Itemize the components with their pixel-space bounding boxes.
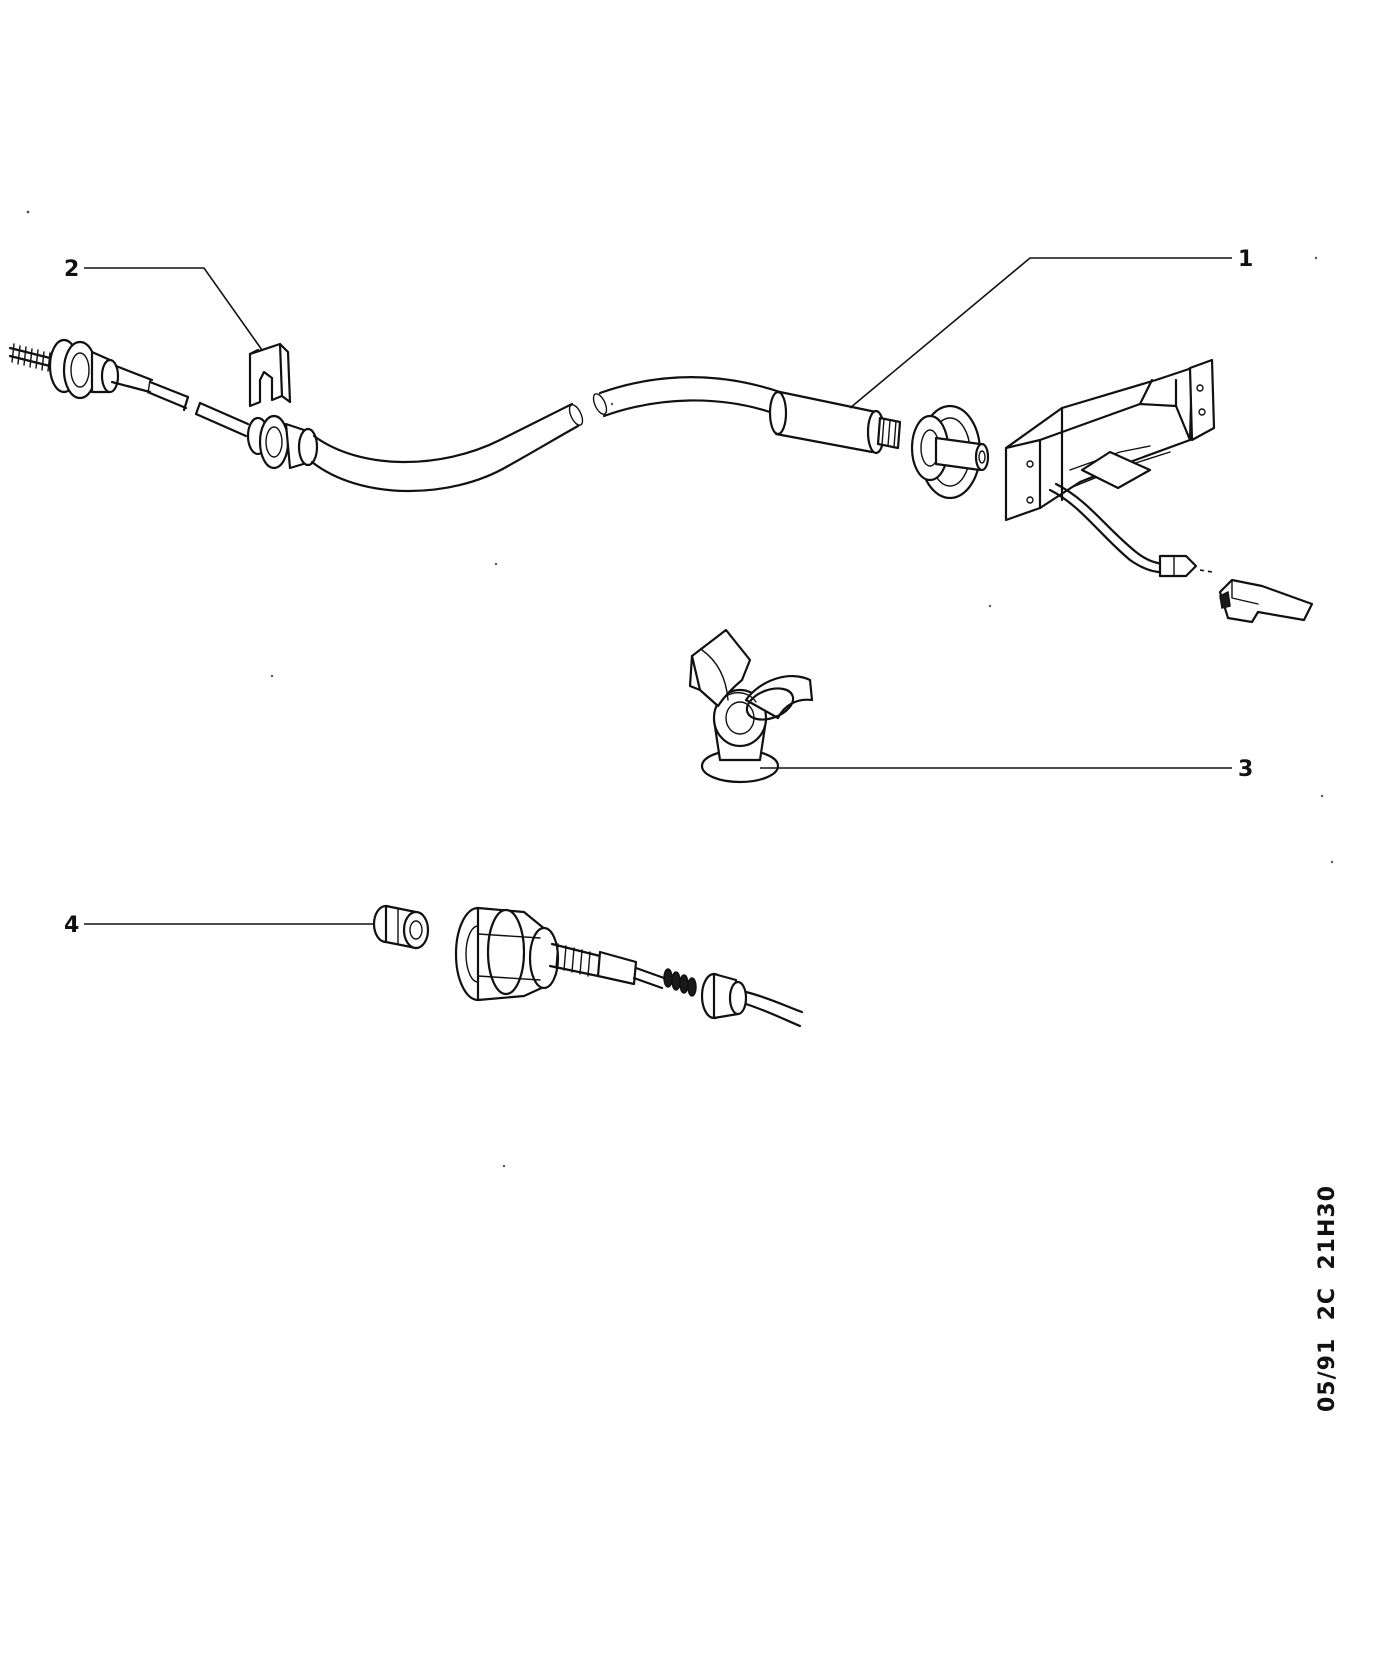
part-1-clutch-cable-assembly [8,338,990,500]
callouts: 1 2 3 4 [64,247,1253,938]
cable-end-grommet-left [48,338,120,400]
cable-outer-sheath [310,376,782,493]
callout-3: 3 [1238,757,1253,782]
part-4-bush [372,904,430,950]
part-4-cable-end-assembly [454,906,804,1028]
part-1-connector-plug [1218,578,1314,624]
leader-lines [84,257,1232,925]
callout-4: 4 [64,913,79,938]
cable-flange-collar [910,404,990,500]
cable-mid-grommet [246,414,319,470]
leader-line-2 [84,267,263,351]
callout-1: 1 [1238,247,1253,272]
scan-specks [26,210,1334,1168]
cable-inner-rod-left [110,364,250,438]
leader-line-1 [849,257,1232,409]
callout-2: 2 [64,257,79,282]
part-1-mounting-bracket [1004,358,1216,578]
part-3-cable-holder [688,628,814,784]
cable-adjuster-sleeve [768,390,902,455]
drawing-reference-code: 05/91 2C 21H30 [1315,1185,1340,1412]
part-2-retaining-clip [248,342,292,408]
